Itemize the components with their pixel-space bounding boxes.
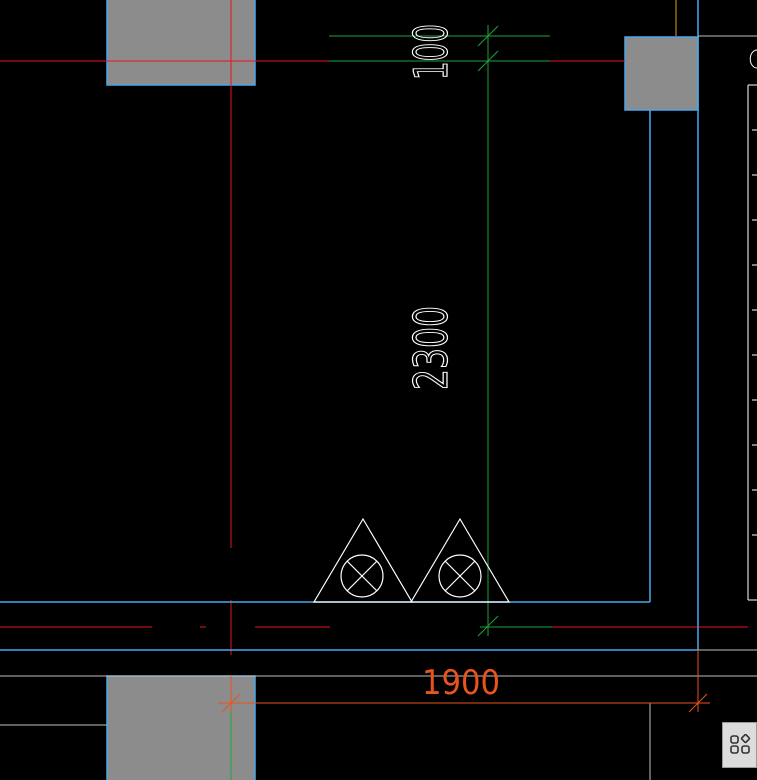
green-dimension-lines — [230, 25, 552, 780]
dimension-label-100: 100 — [404, 24, 458, 80]
light-fixture-icon — [409, 517, 511, 603]
wall-outlines — [0, 0, 699, 651]
dimension-label-2300: 2300 — [404, 306, 458, 390]
light-fixture-icon — [312, 517, 414, 603]
column-bottom-left — [106, 675, 256, 780]
reference-lines — [0, 35, 757, 780]
apps-button[interactable] — [722, 722, 757, 768]
column-top-right — [624, 36, 699, 111]
axis-lines — [0, 0, 748, 655]
column-top-left — [106, 0, 256, 86]
dimension-label-1900: 1900 — [422, 663, 500, 703]
dimension-1900 — [218, 650, 710, 713]
grid-apps-icon — [729, 734, 750, 754]
right-window-frame — [747, 49, 757, 601]
